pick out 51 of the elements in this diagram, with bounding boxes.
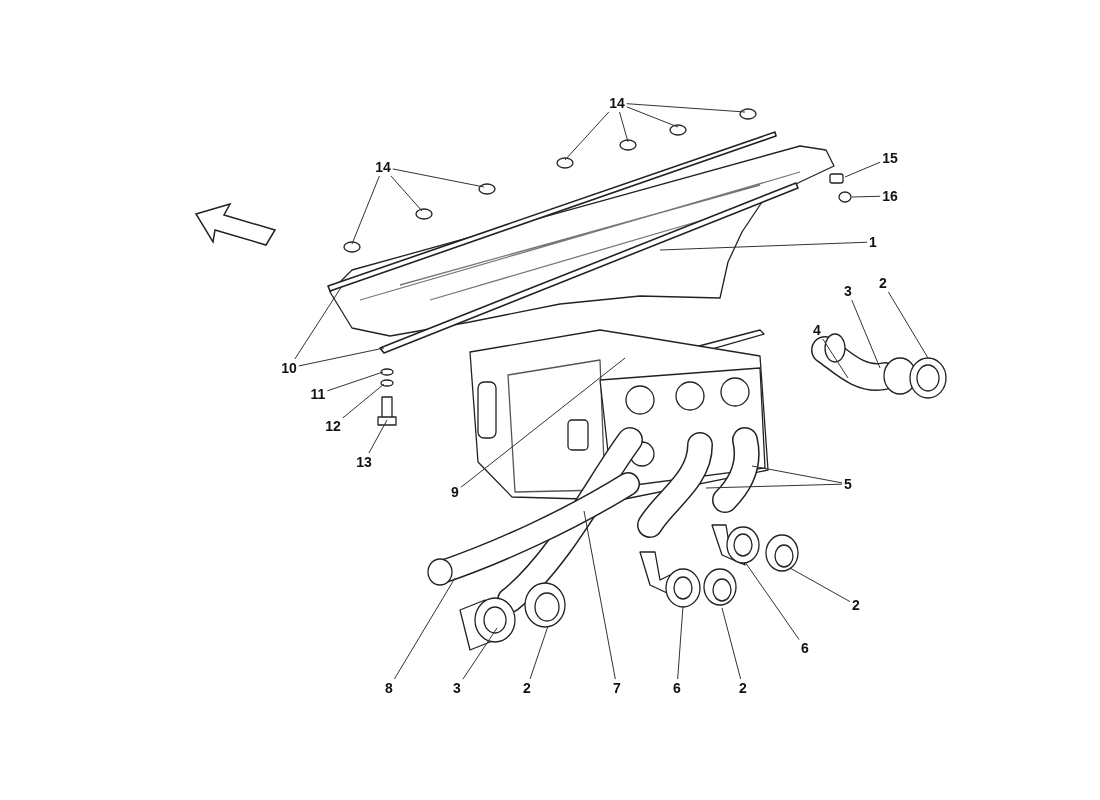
leader-line xyxy=(390,175,423,212)
callout-number: 14 xyxy=(607,94,627,112)
callout-number: 2 xyxy=(737,679,749,697)
leader-line xyxy=(583,510,616,680)
callout-number: 12 xyxy=(323,417,343,435)
leader-line xyxy=(462,627,498,680)
callout-number: 1 xyxy=(867,233,879,251)
callout-number: 2 xyxy=(850,596,862,614)
leader-line xyxy=(342,383,385,419)
leader-line xyxy=(460,357,626,488)
leader-line xyxy=(626,103,746,113)
leader-line xyxy=(851,299,881,369)
leader-line xyxy=(844,161,881,178)
leader-line xyxy=(851,195,881,198)
leader-line xyxy=(564,111,610,161)
callout-number: 8 xyxy=(383,679,395,697)
leader-line xyxy=(789,567,851,603)
leader-line xyxy=(659,241,868,251)
leader-line xyxy=(619,111,629,143)
callout-number: 11 xyxy=(308,385,328,403)
leader-line xyxy=(351,175,380,245)
callout-number: 10 xyxy=(279,359,299,377)
callout-number: 6 xyxy=(671,679,683,697)
callout-number: 15 xyxy=(880,149,900,167)
leader-line xyxy=(326,371,384,392)
leader-line xyxy=(705,483,843,489)
leader-line xyxy=(294,285,343,360)
callout-number: 3 xyxy=(842,282,854,300)
callout-number: 4 xyxy=(811,321,823,339)
leader-line xyxy=(677,605,684,680)
callout-number: 6 xyxy=(799,639,811,657)
callout-number: 14 xyxy=(373,158,393,176)
leader-line xyxy=(751,465,843,484)
leader-line xyxy=(887,291,929,359)
callout-number: 3 xyxy=(451,679,463,697)
leader-line xyxy=(529,625,549,680)
leader-line xyxy=(392,168,485,188)
leader-line xyxy=(393,577,456,680)
leader-line xyxy=(626,106,679,128)
callout-number: 2 xyxy=(521,679,533,697)
leader-line xyxy=(721,607,742,680)
leader-line xyxy=(368,419,388,454)
leader-line xyxy=(298,347,385,367)
leader-line xyxy=(744,561,800,641)
callout-number: 9 xyxy=(449,483,461,501)
callout-number: 2 xyxy=(877,274,889,292)
leader-line xyxy=(822,338,849,379)
callout-number: 13 xyxy=(354,453,374,471)
callout-number: 5 xyxy=(842,475,854,493)
callout-number: 7 xyxy=(611,679,623,697)
callout-number: 16 xyxy=(880,187,900,205)
